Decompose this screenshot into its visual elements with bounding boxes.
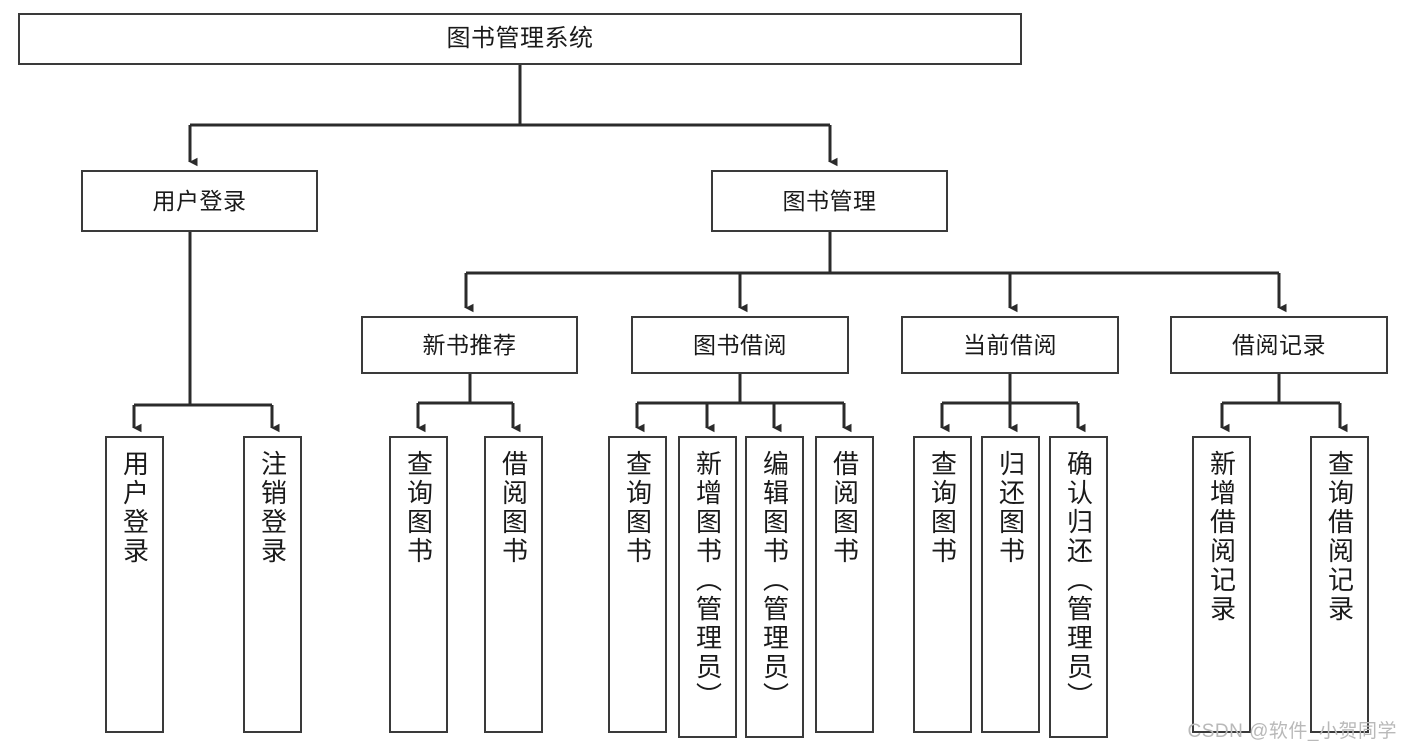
node-label: 查询图书	[403, 450, 434, 566]
node-new-book-recommend[interactable]: 新书推荐	[361, 316, 578, 374]
node-label: 查询借阅记录	[1324, 450, 1355, 624]
node-label: 查询图书	[927, 450, 958, 566]
node-leaf-borrow-book-1[interactable]: 借阅图书	[484, 436, 543, 733]
node-label: 图书管理	[782, 187, 877, 214]
node-leaf-query-book-2[interactable]: 查询图书	[608, 436, 667, 733]
node-root-book-management-system[interactable]: 图书管理系统	[18, 13, 1022, 65]
node-leaf-return-book[interactable]: 归还图书	[981, 436, 1040, 733]
node-user-login[interactable]: 用户登录	[81, 170, 318, 232]
node-label: 新增图书（管理员）	[692, 450, 723, 711]
node-leaf-add-book[interactable]: 新增图书（管理员）	[678, 436, 737, 738]
node-leaf-add-record[interactable]: 新增借阅记录	[1192, 436, 1251, 733]
watermark: CSDN @软件_小贺同学	[1187, 721, 1397, 742]
node-book-management[interactable]: 图书管理	[711, 170, 948, 232]
node-leaf-query-book-1[interactable]: 查询图书	[389, 436, 448, 733]
node-label: 编辑图书（管理员）	[759, 450, 790, 711]
node-label: 当前借阅	[963, 331, 1057, 358]
node-label: 图书借阅	[693, 331, 787, 358]
node-label: 借阅记录	[1232, 331, 1326, 358]
node-label: 用户登录	[152, 187, 247, 214]
node-leaf-query-record[interactable]: 查询借阅记录	[1310, 436, 1369, 733]
node-label: 图书管理系统	[446, 25, 594, 53]
node-leaf-edit-book[interactable]: 编辑图书（管理员）	[745, 436, 804, 738]
node-label: 新书推荐	[422, 331, 517, 358]
node-borrow-record[interactable]: 借阅记录	[1170, 316, 1388, 374]
node-leaf-borrow-book-2[interactable]: 借阅图书	[815, 436, 874, 733]
node-label: 用户登录	[119, 450, 150, 566]
node-label: 借阅图书	[498, 450, 529, 566]
node-label: 借阅图书	[829, 450, 860, 566]
node-label: 注销登录	[257, 450, 288, 566]
node-leaf-query-book-3[interactable]: 查询图书	[913, 436, 972, 733]
node-book-borrow[interactable]: 图书借阅	[631, 316, 849, 374]
node-leaf-confirm-return[interactable]: 确认归还（管理员）	[1049, 436, 1108, 738]
node-label: 查询图书	[622, 450, 653, 566]
node-label: 新增借阅记录	[1206, 450, 1237, 624]
node-label: 归还图书	[995, 450, 1026, 566]
node-current-borrow[interactable]: 当前借阅	[901, 316, 1119, 374]
node-label: 确认归还（管理员）	[1063, 450, 1094, 711]
node-leaf-user-login[interactable]: 用户登录	[105, 436, 164, 733]
node-leaf-logout[interactable]: 注销登录	[243, 436, 302, 733]
